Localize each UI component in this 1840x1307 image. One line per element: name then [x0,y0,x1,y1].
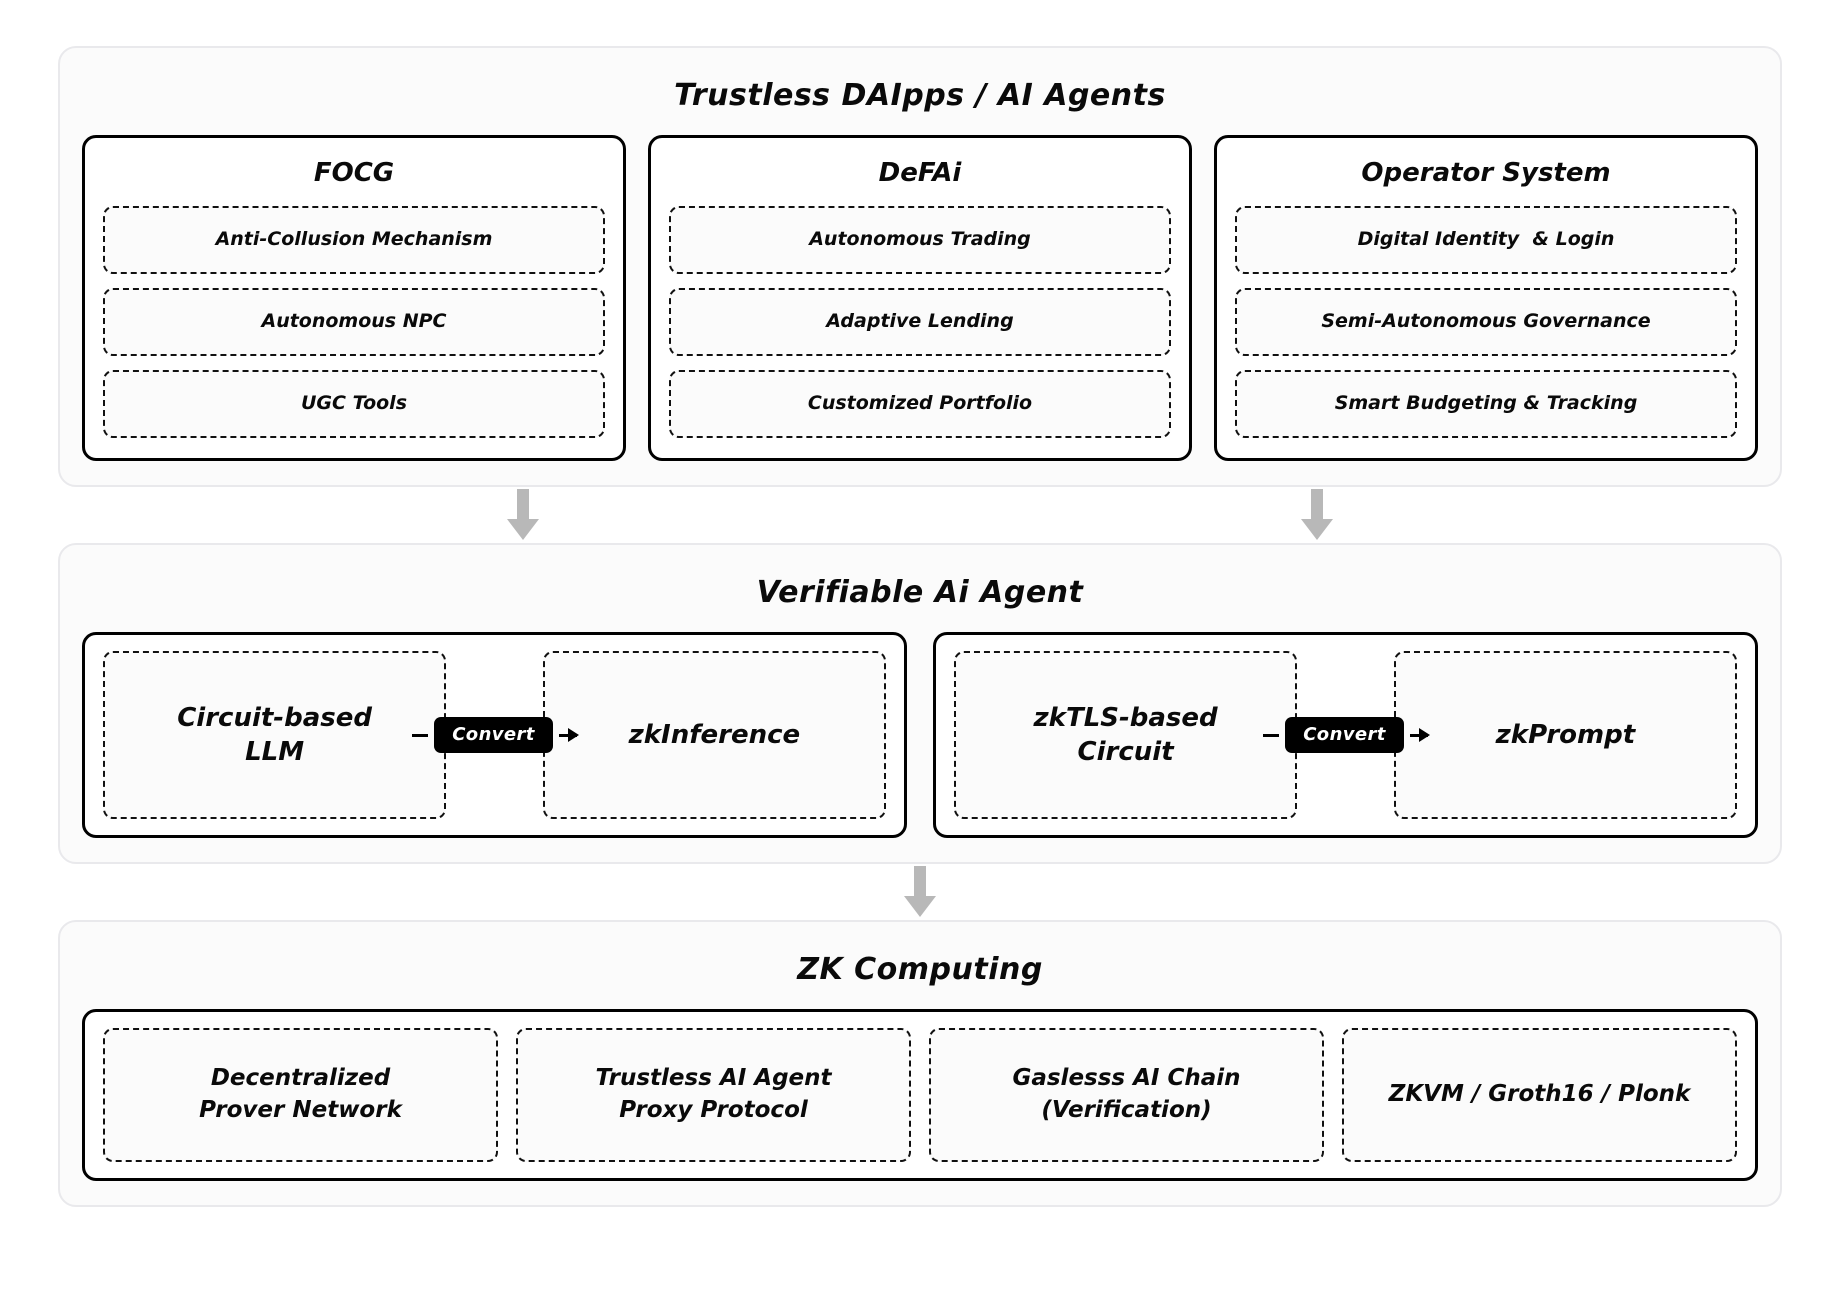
chip-semi-autonomous-governance[interactable]: Semi-Autonomous Governance [1235,288,1737,356]
chip-anti-collusion-mechanism[interactable]: Anti-Collusion Mechanism [103,206,605,274]
chip-label: Semi-Autonomous Governance [1321,310,1651,333]
zk-computing-layer-title: ZK Computing [797,952,1043,987]
chip-autonomous-trading[interactable]: Autonomous Trading [669,206,1171,274]
zk-box-label: Decentralized Prover Network [199,1065,402,1123]
verifiable-layer-panel: Verifiable Ai Agent Circuit-based LLM Co… [58,543,1782,864]
applications-layer-panel: Trustless DAIpps / AI Agents FOCG Anti-C… [58,46,1782,487]
convert-button[interactable]: Convert [434,717,553,753]
chip-label: UGC Tools [300,392,408,415]
connector-row-bottom [58,864,1782,920]
chip-label: Adaptive Lending [826,310,1014,333]
verifiable-flows-row: Circuit-based LLM Convert zkInference zk… [82,632,1758,838]
convert-button[interactable]: Convert [1285,717,1404,753]
flow-target-zkprompt[interactable]: zkPrompt [1393,651,1737,819]
applications-layer-title: Trustless DAIpps / AI Agents [674,78,1166,113]
flow-source-circuit-based-llm[interactable]: Circuit-based LLM [103,651,447,819]
zk-box-decentralized-prover-network[interactable]: Decentralized Prover Network [103,1028,498,1162]
group-card-focg[interactable]: FOCG Anti-Collusion Mechanism Autonomous… [82,135,626,461]
connector-row-top [58,487,1782,543]
convert-connector-prompt: Convert [1263,717,1430,753]
down-arrow-icon-center [903,866,937,918]
flow-card-inference[interactable]: Circuit-based LLM Convert zkInference [82,632,907,838]
flow-source-zktls-based-circuit[interactable]: zkTLS-based Circuit [954,651,1298,819]
verifiable-layer-title: Verifiable Ai Agent [756,575,1084,610]
chip-label: Anti-Collusion Mechanism [215,228,493,251]
applications-groups-row: FOCG Anti-Collusion Mechanism Autonomous… [82,135,1758,461]
chip-adaptive-lending[interactable]: Adaptive Lending [669,288,1171,356]
arrow-right-icon [558,728,579,742]
zk-box-label: Trustless AI Agent Proxy Protocol [595,1065,832,1123]
flow-source-label: zkTLS-based Circuit [1033,702,1218,767]
chip-autonomous-npc[interactable]: Autonomous NPC [103,288,605,356]
chip-label: Customized Portfolio [807,392,1033,415]
group-title-focg: FOCG [313,158,395,188]
down-arrow-icon-right [1300,489,1334,541]
chip-ugc-tools[interactable]: UGC Tools [103,370,605,438]
group-card-operator-system[interactable]: Operator System Digital Identity & Login… [1214,135,1758,461]
chip-label: Smart Budgeting & Tracking [1334,392,1638,415]
zk-box-gasless-ai-chain-verification[interactable]: Gaslesss AI Chain (Verification) [929,1028,1324,1162]
zk-box-trustless-ai-agent-proxy-protocol[interactable]: Trustless AI Agent Proxy Protocol [516,1028,911,1162]
chip-customized-portfolio[interactable]: Customized Portfolio [669,370,1171,438]
group-title-operator-system: Operator System [1361,158,1611,188]
flow-target-label: zkInference [628,719,801,750]
chip-label: Digital Identity & Login [1357,228,1615,251]
arrow-right-icon [1409,728,1430,742]
chip-label: Autonomous NPC [261,310,447,333]
zk-computing-layer-panel: ZK Computing Decentralized Prover Networ… [58,920,1782,1207]
zk-box-label: Gaslesss AI Chain (Verification) [1012,1065,1241,1123]
zk-box-label: ZKVM / Groth16 / Plonk [1388,1081,1691,1108]
chip-smart-budgeting-tracking[interactable]: Smart Budgeting & Tracking [1235,370,1737,438]
flow-target-label: zkPrompt [1495,719,1636,750]
flow-target-zkinference[interactable]: zkInference [542,651,886,819]
connector-dash-icon [1263,733,1280,737]
connector-dash-icon [412,733,429,737]
down-arrow-icon-left [506,489,540,541]
convert-connector-inference: Convert [412,717,579,753]
group-title-defai: DeFAi [878,158,962,188]
group-card-defai[interactable]: DeFAi Autonomous Trading Adaptive Lendin… [648,135,1192,461]
flow-card-prompt[interactable]: zkTLS-based Circuit Convert zkPrompt [933,632,1758,838]
chip-label: Autonomous Trading [809,228,1031,251]
zk-computing-card[interactable]: Decentralized Prover Network Trustless A… [82,1009,1758,1181]
chip-digital-identity-login[interactable]: Digital Identity & Login [1235,206,1737,274]
flow-source-label: Circuit-based LLM [177,702,372,767]
zk-box-zkvm-groth16-plonk[interactable]: ZKVM / Groth16 / Plonk [1342,1028,1737,1162]
